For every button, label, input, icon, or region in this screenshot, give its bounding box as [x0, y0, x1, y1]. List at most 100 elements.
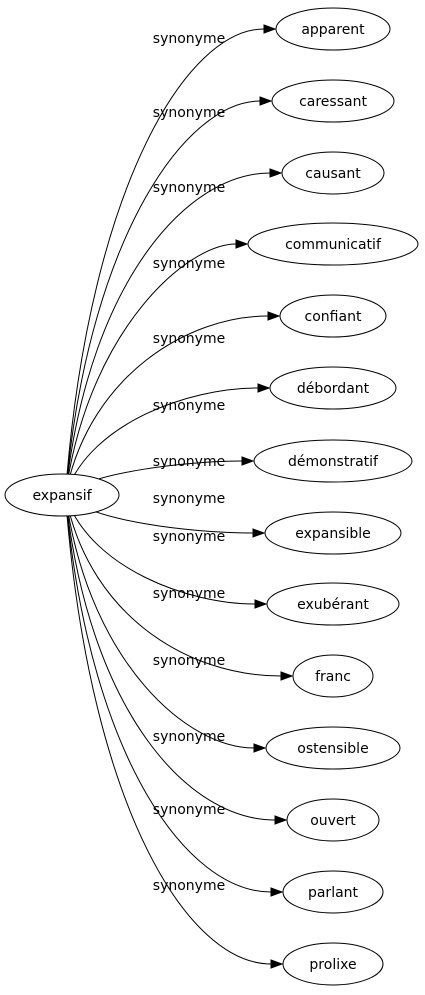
node-ellipse: [269, 366, 397, 410]
node-ellipse: [281, 151, 385, 195]
node-label: expansif: [32, 488, 92, 504]
node-ellipse: [266, 582, 400, 626]
edge-14: synonyme: [66, 514, 284, 969]
edge-label: synonyme: [153, 802, 225, 818]
arrowhead: [274, 815, 288, 825]
edge-label: synonyme: [153, 729, 225, 745]
node-target[interactable]: débordant: [269, 366, 397, 410]
node-target[interactable]: expansible: [264, 511, 402, 555]
nodes: apparent caressant causant communicatif conf…: [4, 7, 419, 986]
node-label: démonstratif: [288, 454, 379, 470]
node-label: communicatif: [285, 237, 382, 253]
node-ellipse: [279, 294, 387, 338]
edge-line: [66, 28, 265, 476]
edge-label: synonyme: [153, 878, 225, 894]
node-target[interactable]: exubérant: [266, 582, 400, 626]
edges: synonyme synonyme synonyme synonyme synonyme…: [66, 24, 294, 969]
arrowhead: [267, 311, 281, 321]
edge-label: synonyme: [153, 105, 225, 121]
node-label: parlant: [308, 885, 359, 901]
node-source[interactable]: expansif: [4, 473, 120, 517]
edge-label: synonyme: [153, 180, 225, 196]
node-target[interactable]: causant: [281, 151, 385, 195]
node-ellipse: [247, 222, 419, 266]
node-target[interactable]: ostensible: [265, 726, 401, 770]
arrowhead: [257, 383, 271, 393]
node-label: apparent: [301, 22, 365, 38]
node-label: franc: [315, 669, 351, 685]
arrowhead: [253, 743, 267, 753]
edge-9: synonyme: [66, 499, 268, 609]
edge-11: synonyme: [66, 505, 267, 753]
node-ellipse: [286, 798, 380, 842]
edge-label: synonyme: [153, 529, 225, 545]
node-ellipse: [282, 942, 384, 986]
node-target[interactable]: confiant: [279, 294, 387, 338]
edge-10: synonyme: [66, 502, 294, 681]
arrowhead: [270, 887, 284, 897]
edge-line: [66, 100, 261, 479]
arrowhead: [254, 599, 268, 609]
edge-13: synonyme: [66, 511, 284, 897]
edge-label: synonyme: [153, 454, 225, 470]
arrowhead: [252, 528, 266, 538]
edge-label: synonyme: [153, 586, 225, 602]
node-label: causant: [305, 166, 361, 182]
node-ellipse: [4, 473, 120, 517]
node-label: confiant: [305, 309, 362, 325]
node-label: débordant: [297, 381, 370, 397]
edge-label: synonyme: [153, 31, 225, 47]
edge-4: synonyme: [66, 239, 249, 485]
arrowhead: [263, 24, 277, 34]
edge-label: synonyme: [153, 398, 225, 414]
edge-line: [66, 315, 269, 488]
node-ellipse: [265, 726, 401, 770]
node-ellipse: [275, 7, 391, 51]
edge-line: [66, 514, 272, 965]
node-target[interactable]: caressant: [271, 79, 395, 123]
node-target[interactable]: communicatif: [247, 222, 419, 266]
node-target[interactable]: prolixe: [282, 942, 384, 986]
arrowhead: [280, 671, 294, 681]
node-ellipse: [292, 654, 374, 698]
edge-5: synonyme: [66, 311, 281, 488]
node-label: exubérant: [297, 597, 369, 613]
edge-line: [66, 511, 272, 893]
node-target[interactable]: parlant: [282, 870, 384, 914]
edge-line: [66, 499, 256, 605]
edge-2: synonyme: [66, 96, 273, 479]
edge-line: [66, 505, 255, 749]
edge-label: synonyme: [153, 256, 225, 272]
node-label: caressant: [299, 94, 367, 110]
node-label: prolixe: [309, 957, 356, 973]
edge-12: synonyme: [66, 508, 288, 825]
arrowhead: [269, 168, 283, 178]
edge-1: synonyme: [66, 24, 277, 476]
edge-3: synonyme: [66, 168, 283, 482]
arrowhead: [235, 239, 249, 249]
node-label: expansible: [295, 526, 371, 542]
node-ellipse: [264, 511, 402, 555]
edge-line: [66, 172, 271, 482]
edge-label: synonyme: [153, 653, 225, 669]
node-target[interactable]: franc: [292, 654, 374, 698]
node-ellipse: [271, 79, 395, 123]
node-target[interactable]: démonstratif: [253, 439, 413, 483]
arrowhead: [259, 96, 273, 106]
node-label: ostensible: [297, 741, 368, 757]
edge-line: [66, 502, 282, 677]
edge-6: synonyme: [66, 383, 271, 491]
arrowhead: [241, 456, 255, 466]
node-ellipse: [282, 870, 384, 914]
edge-label: synonyme: [153, 491, 225, 507]
node-label: ouvert: [310, 813, 356, 829]
node-target[interactable]: ouvert: [286, 798, 380, 842]
arrowhead: [270, 959, 284, 969]
edge-line: [66, 387, 259, 491]
node-target[interactable]: apparent: [275, 7, 391, 51]
node-ellipse: [253, 439, 413, 483]
edge-line: [66, 243, 237, 485]
edge-line: [66, 508, 276, 821]
edge-label: synonyme: [153, 331, 225, 347]
